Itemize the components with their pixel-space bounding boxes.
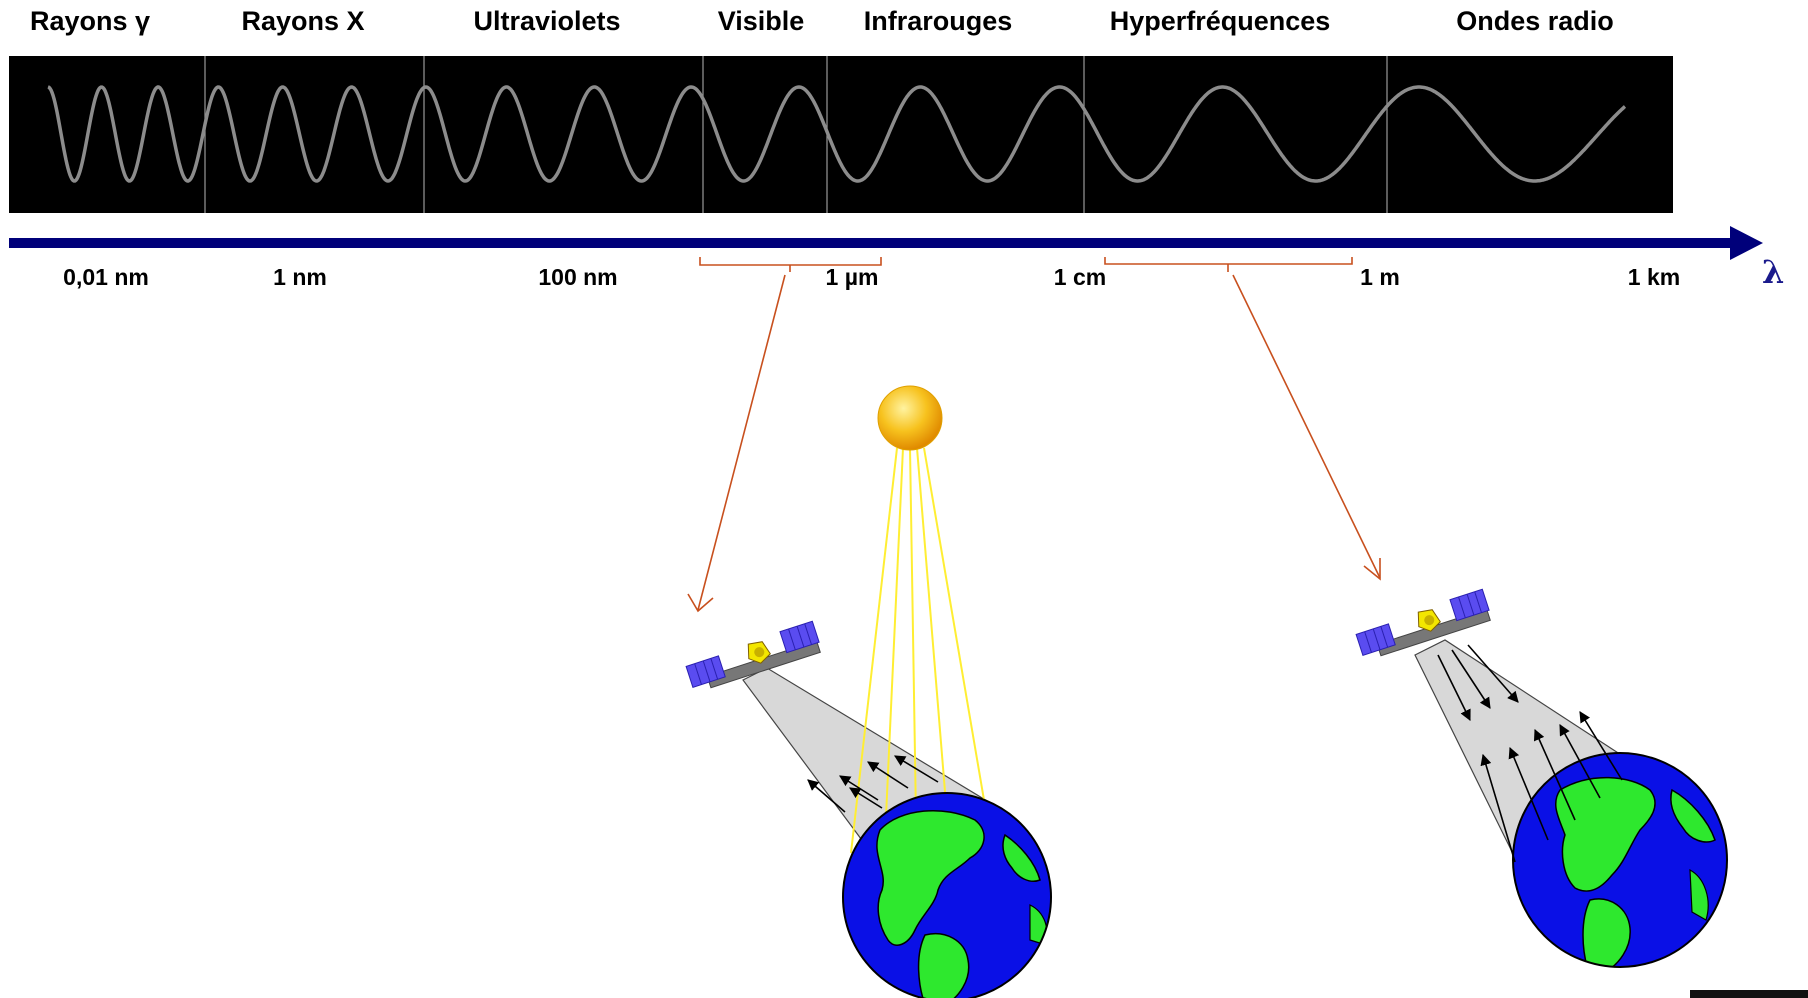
tick-label-1cm: 1 cm — [1053, 264, 1107, 290]
axis-arrowhead — [1730, 226, 1763, 260]
band-label-ultraviolet: Ultraviolets — [473, 6, 621, 36]
pointer-to-optical-satellite — [687, 274, 786, 613]
bracket-visible-ir — [699, 257, 882, 272]
radar-pulse-arrows — [1437, 644, 1623, 863]
corner-box — [1690, 990, 1808, 998]
axis-bar — [9, 238, 1734, 248]
earth-globe-2 — [1513, 753, 1727, 967]
band-label-xray: Rayons X — [241, 6, 365, 36]
scene-passive-optical — [685, 385, 1052, 998]
lambda-symbol: λ — [1762, 253, 1785, 291]
band-label-microwave: Hyperfréquences — [1109, 6, 1331, 36]
tick-label-1m: 1 m — [1360, 264, 1400, 290]
satellite-icon-radar — [1355, 588, 1491, 657]
reflected-arrows — [807, 755, 939, 813]
band-label-gamma: Rayons γ — [29, 6, 151, 36]
satellite-icon-optical — [685, 620, 821, 689]
band-label-infrared: Infrarouges — [863, 6, 1013, 36]
pointer-to-radar-satellite — [1232, 274, 1381, 581]
sun-rays — [850, 447, 985, 854]
band-label-visible: Visible — [717, 6, 805, 36]
wavelength-axis — [9, 226, 1763, 260]
scene-active-microwave — [1355, 588, 1728, 968]
tick-label-1km: 1 km — [1627, 264, 1681, 290]
bracket-microwave — [1104, 257, 1353, 272]
sun-icon — [877, 385, 943, 451]
tick-label-1um: 1 µm — [825, 264, 879, 290]
tick-label-0-01nm: 0,01 nm — [63, 264, 149, 290]
tick-label-1nm: 1 nm — [273, 264, 327, 290]
tick-label-100nm: 100 nm — [538, 264, 618, 290]
spectrum-strip — [9, 56, 1673, 213]
chirped-wave — [47, 85, 1627, 183]
band-label-radio: Ondes radio — [1456, 6, 1614, 36]
